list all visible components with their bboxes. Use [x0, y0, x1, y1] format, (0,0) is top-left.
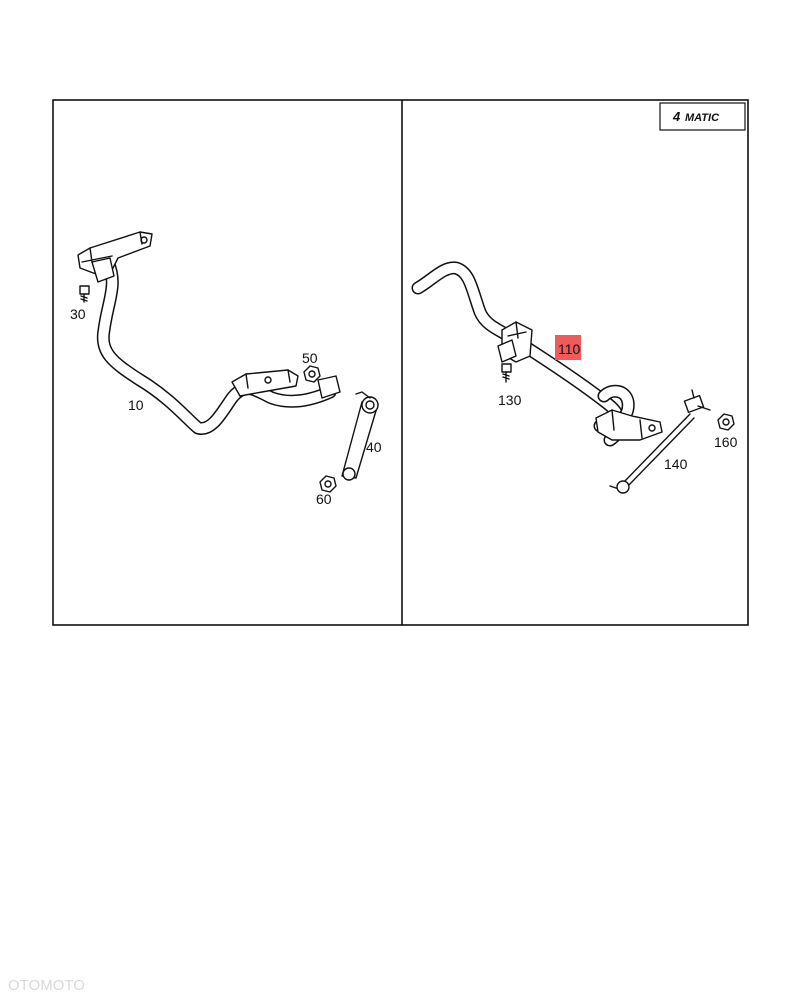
- badge-text: MATIC: [685, 112, 720, 124]
- stabilizer-bar-rear: [411, 261, 663, 447]
- diagram-frame: [52, 99, 749, 626]
- badge-prefix: 4: [672, 109, 681, 124]
- label-110: 110: [558, 341, 581, 357]
- nut-50: [303, 365, 321, 383]
- stabilizer-bar-front: [77, 231, 341, 435]
- label-40: 40: [366, 439, 382, 455]
- 4matic-badge: 4 MATIC: [659, 102, 746, 131]
- nut-60: [319, 475, 337, 493]
- label-130: 130: [498, 392, 522, 408]
- bolt-130: [501, 363, 512, 383]
- nut-160: [717, 413, 735, 431]
- link-40: [341, 391, 379, 481]
- label-140: 140: [664, 456, 688, 472]
- label-160: 160: [714, 434, 738, 450]
- part-110-highlight: [555, 335, 581, 360]
- label-50: 50: [302, 350, 318, 366]
- watermark: OTOMOTO: [8, 977, 85, 994]
- right-panel: 110 130 160 140: [411, 261, 738, 494]
- left-panel: 30 10 50 40 60: [70, 231, 382, 507]
- label-30: 30: [70, 306, 86, 322]
- bolt-30: [79, 285, 90, 303]
- label-60: 60: [316, 491, 332, 507]
- label-10: 10: [128, 397, 144, 413]
- link-140: [609, 389, 711, 494]
